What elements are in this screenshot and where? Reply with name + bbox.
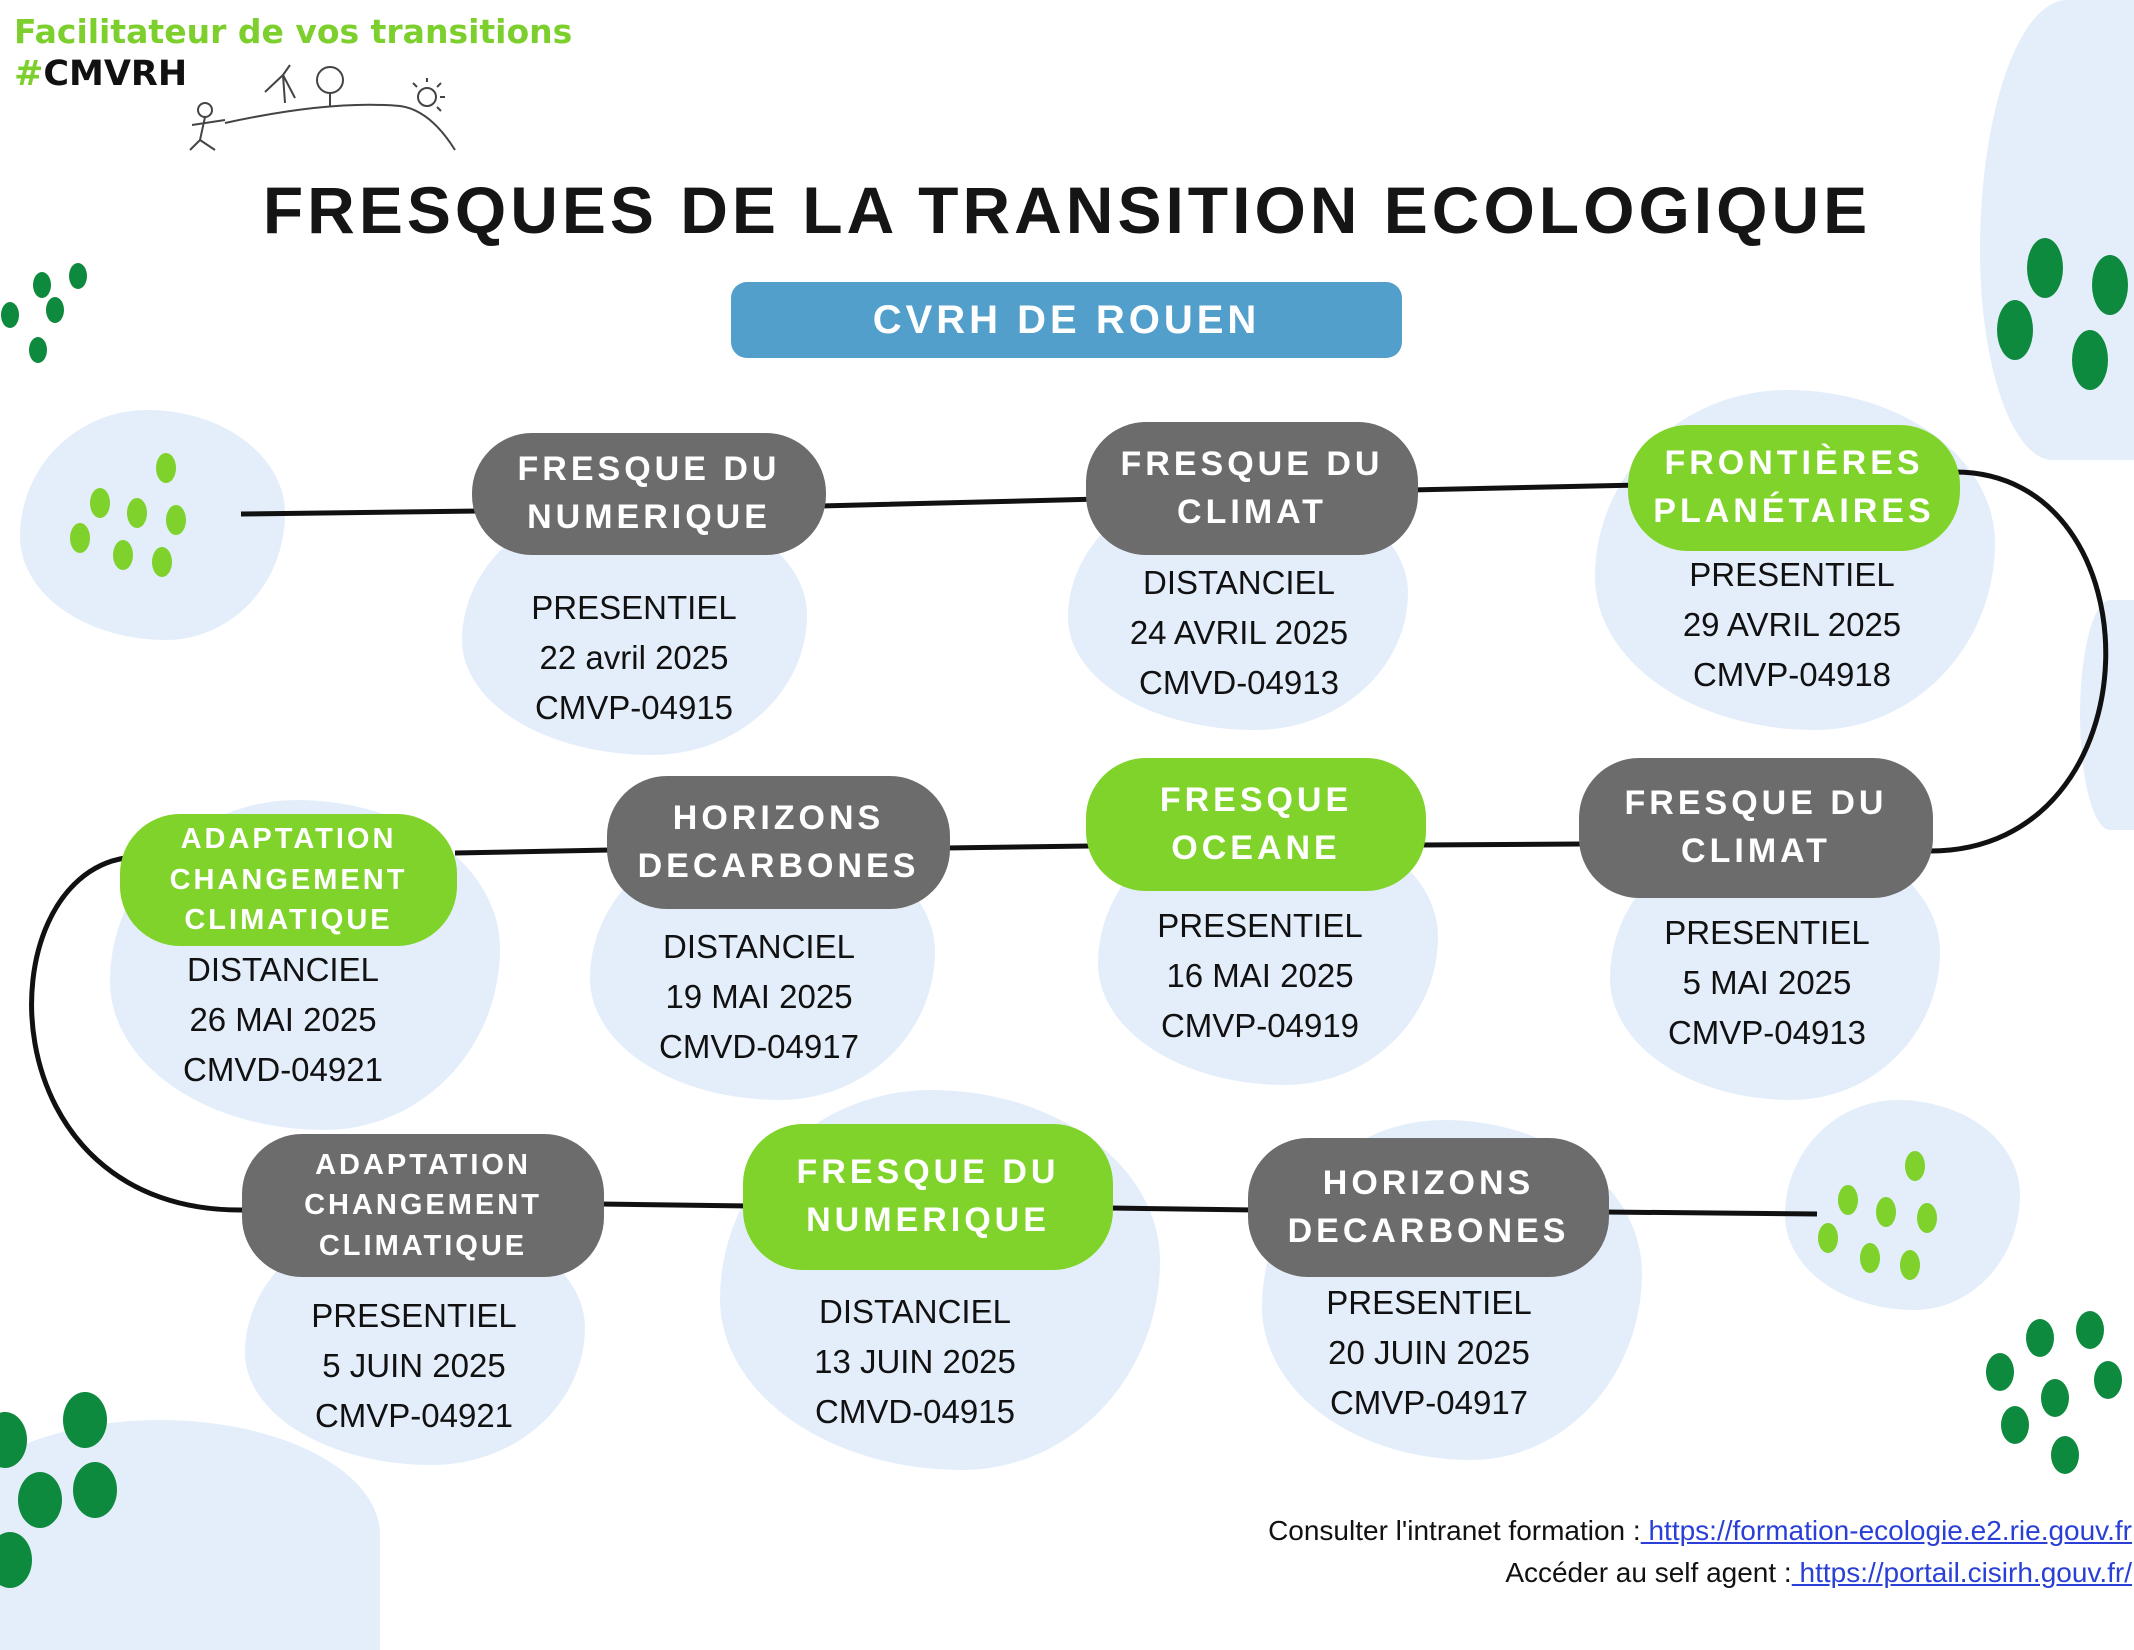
- session-title-line: FRESQUE DU: [517, 450, 781, 489]
- session-code: CMVD-04915: [815, 1393, 1015, 1430]
- session-title-line: CLIMAT: [1681, 832, 1831, 870]
- session-title-pill: FRESQUE DU NUMERIQUE: [743, 1124, 1113, 1270]
- session-title-line: DECARBONES: [637, 846, 920, 885]
- session-title-pill: ADAPTATION CHANGEMENT CLIMATIQUE: [120, 814, 457, 946]
- session-title-pill: FRESQUE DU CLIMAT: [1086, 422, 1418, 555]
- hashtag: #CMVRH: [14, 54, 187, 94]
- session-title-pill: ADAPTATION CHANGEMENT CLIMATIQUE: [242, 1134, 604, 1277]
- session-code: CMVP-04919: [1160, 1007, 1360, 1044]
- intranet-line: Consulter l'intranet formation : https:/…: [1268, 1510, 2132, 1552]
- intranet-link[interactable]: https://formation-ecologie.e2.rie.gouv.f…: [1640, 1515, 2132, 1546]
- session-date: 16 MAI 2025: [1166, 957, 1354, 994]
- green-dots-cluster-left: [70, 453, 186, 577]
- session-title-line: FRESQUE: [1159, 780, 1353, 819]
- session-mode: PRESENTIEL: [1689, 556, 1895, 593]
- session-title-line: ADAPTATION: [180, 823, 397, 856]
- green-dots-cluster-right: [1818, 1151, 1937, 1280]
- session-title-line: FRESQUE DU: [1120, 444, 1384, 483]
- decor-blob: [20, 410, 285, 640]
- session-title-line: CLIMATIQUE: [184, 904, 393, 937]
- location-banner: CVRH DE ROUEN: [731, 282, 1402, 358]
- session-mode: PRESENTIEL: [1664, 914, 1870, 951]
- session-title-line: HORIZONS: [672, 798, 885, 837]
- session-mode: PRESENTIEL: [531, 589, 737, 626]
- session-date: 5 JUIN 2025: [322, 1347, 506, 1384]
- session-title-line: NUMERIQUE: [527, 498, 771, 536]
- session-code: CMVP-04917: [1329, 1384, 1529, 1421]
- session-date: 29 AVRIL 2025: [1682, 606, 1902, 643]
- session-code: CMVP-04913: [1667, 1014, 1867, 1051]
- self-agent-label: Accéder au self agent :: [1505, 1557, 1792, 1588]
- session-date: 13 JUIN 2025: [814, 1343, 1016, 1380]
- session-date: 24 AVRIL 2025: [1129, 614, 1349, 651]
- session-title-pill: FRESQUE DU NUMERIQUE: [472, 433, 826, 555]
- session-date: 22 avril 2025: [539, 639, 729, 676]
- page-title: FRESQUES DE LA TRANSITION ECOLOGIQUE: [262, 173, 1872, 247]
- session-mode: PRESENTIEL: [1157, 907, 1363, 944]
- session-date: 19 MAI 2025: [665, 978, 853, 1015]
- session-code: CMVD-04921: [183, 1051, 383, 1088]
- session-date: 20 JUIN 2025: [1328, 1334, 1530, 1371]
- session-title-line: OCEANE: [1171, 828, 1341, 867]
- hashtag-symbol: #: [14, 54, 44, 94]
- session-mode: DISTANCIEL: [663, 928, 855, 965]
- logo-sketch-illustration: [189, 64, 456, 151]
- session-code: CMVP-04918: [1692, 656, 1892, 693]
- session-title-pill: HORIZONS DECARBONES: [1248, 1138, 1609, 1277]
- session-title-line: FRESQUE DU: [796, 1153, 1060, 1192]
- timeline-path: [0, 64, 2128, 1588]
- session-title-line: FRESQUE DU: [1624, 784, 1888, 823]
- session-title-line: CLIMAT: [1177, 492, 1327, 531]
- hashtag-text: CMVRH: [43, 54, 188, 94]
- session-title-line: ADAPTATION: [315, 1148, 531, 1181]
- intranet-label: Consulter l'intranet formation :: [1268, 1515, 1641, 1546]
- session-title-line: HORIZONS: [1322, 1163, 1535, 1202]
- session-title-line: NUMERIQUE: [806, 1201, 1050, 1239]
- session-code: CMVP-04915: [534, 689, 734, 726]
- session-mode: PRESENTIEL: [1326, 1284, 1532, 1321]
- self-agent-link[interactable]: https://portail.cisirh.gouv.fr/: [1791, 1557, 2132, 1588]
- session-title-line: CHANGEMENT: [304, 1189, 542, 1222]
- decor-blob: [1785, 1100, 2020, 1310]
- footer-links: Consulter l'intranet formation : https:/…: [1268, 1510, 2132, 1594]
- session-title-pill: FRONTIÈRES PLANÉTAIRES: [1628, 425, 1960, 551]
- self-agent-line: Accéder au self agent : https://portail.…: [1268, 1552, 2132, 1594]
- session-date: 26 MAI 2025: [189, 1001, 377, 1038]
- session-title-line: FRONTIÈRES: [1664, 444, 1924, 483]
- dark-dots-cluster: [0, 238, 2128, 1588]
- session-code: CMVD-04913: [1139, 664, 1339, 701]
- session-mode: DISTANCIEL: [187, 951, 379, 988]
- tagline: Facilitateur de vos transitions: [14, 12, 573, 51]
- session-title-pill: FRESQUE DU CLIMAT: [1579, 758, 1933, 898]
- session-title-line: DECARBONES: [1287, 1211, 1570, 1250]
- session-title-pill: HORIZONS DECARBONES: [607, 776, 950, 909]
- decor-blob: [1980, 0, 2134, 460]
- session-date: 5 MAI 2025: [1682, 964, 1852, 1001]
- session-code: CMVP-04921: [314, 1397, 514, 1434]
- session-code: CMVD-04917: [659, 1028, 859, 1065]
- session-title-line: PLANÉTAIRES: [1653, 492, 1935, 530]
- session-mode: PRESENTIEL: [311, 1297, 517, 1334]
- session-mode: DISTANCIEL: [1143, 564, 1335, 601]
- session-title-line: CHANGEMENT: [169, 863, 408, 896]
- session-mode: DISTANCIEL: [819, 1293, 1011, 1330]
- session-title-pill: FRESQUE OCEANE: [1086, 758, 1426, 891]
- session-title-line: CLIMATIQUE: [318, 1229, 528, 1262]
